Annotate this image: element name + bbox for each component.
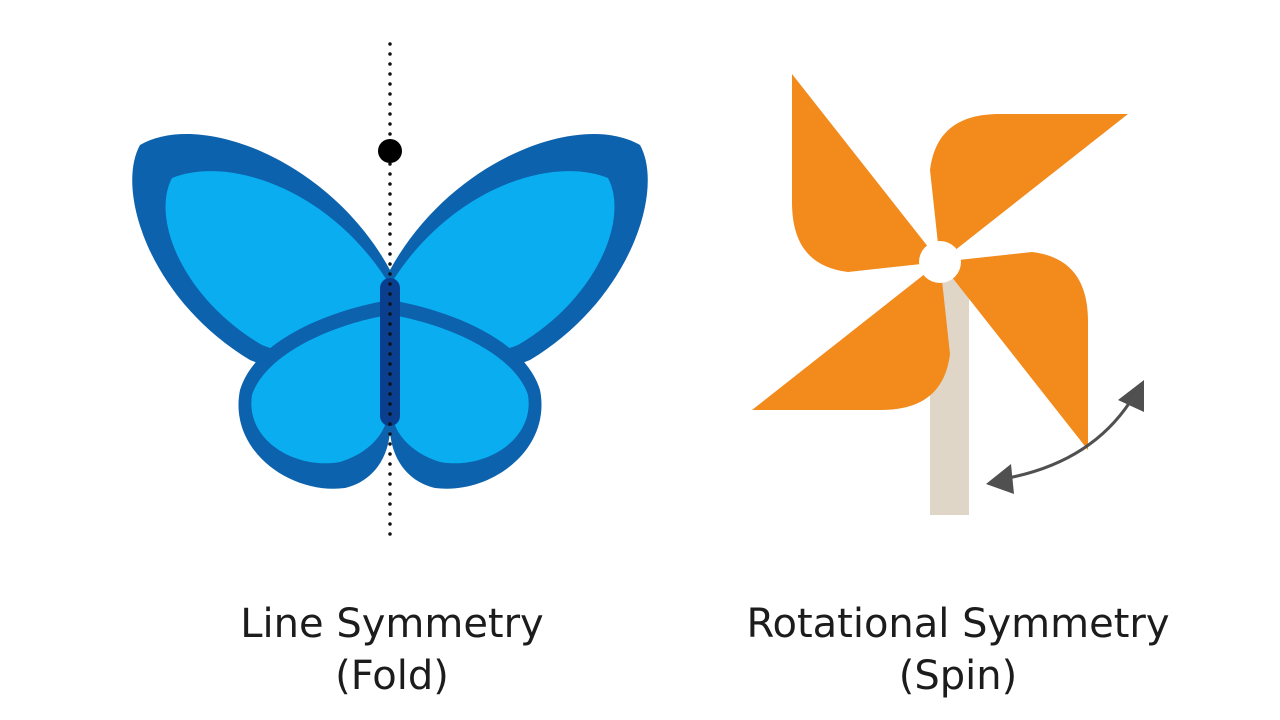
rotation-arrow-icon xyxy=(986,380,1144,494)
rotation-arrow-curve xyxy=(1007,401,1132,480)
rotational-symmetry-figure xyxy=(752,74,1144,515)
pinwheel-blade-4 xyxy=(792,74,940,272)
pinwheel-blade-2 xyxy=(940,252,1088,450)
pinwheel-hub xyxy=(919,241,961,283)
pinwheel-blade-1 xyxy=(930,114,1128,262)
butterfly-icon xyxy=(132,133,648,489)
butterfly-left-forewing-inner xyxy=(165,171,388,353)
rotation-arrowhead-start xyxy=(986,464,1014,494)
butterfly-body xyxy=(380,278,400,426)
rotation-arrowhead-end xyxy=(1118,380,1144,412)
rotational-symmetry-caption: Rotational Symmetry (Spin) xyxy=(708,598,1208,702)
line-symmetry-subtitle: (Fold) xyxy=(335,653,449,699)
axis-point-marker xyxy=(378,139,402,163)
line-symmetry-figure xyxy=(132,42,648,542)
pinwheel-icon xyxy=(752,74,1128,450)
butterfly-right-forewing-inner xyxy=(392,171,615,353)
line-symmetry-caption: Line Symmetry (Fold) xyxy=(192,598,592,702)
line-symmetry-title: Line Symmetry xyxy=(240,601,544,647)
butterfly-right-hindwing-inner xyxy=(392,315,529,464)
rotational-symmetry-subtitle: (Spin) xyxy=(898,653,1018,699)
rotational-symmetry-title: Rotational Symmetry xyxy=(746,601,1170,647)
butterfly-left-hindwing-inner xyxy=(251,315,388,464)
pinwheel-blade-3 xyxy=(752,262,950,410)
